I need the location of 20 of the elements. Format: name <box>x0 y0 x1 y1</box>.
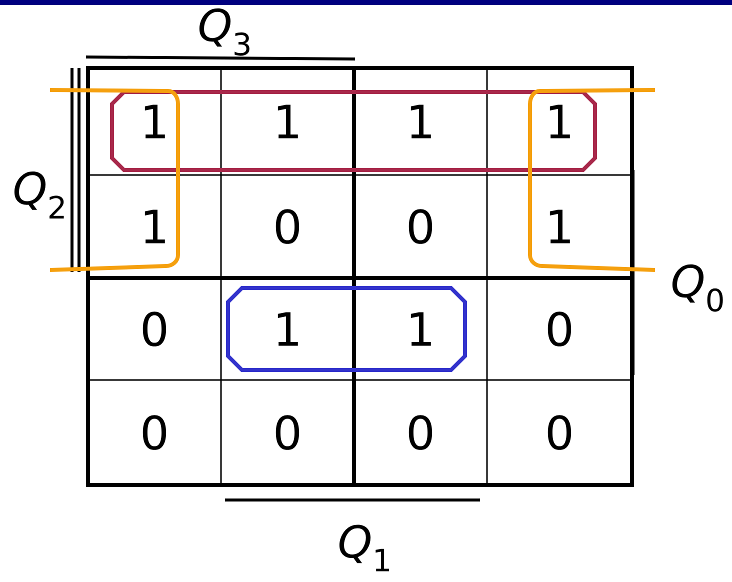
cell-value: 0 <box>548 312 572 346</box>
cell-value: 1 <box>550 210 570 244</box>
cell-value: 0 <box>276 415 300 450</box>
cell-value: 1 <box>144 104 165 138</box>
variable-name: Q$_{0}$ <box>672 264 723 312</box>
cell-value: 0 <box>142 312 166 346</box>
cell-value: 0 <box>548 415 572 450</box>
cell-value: 1 <box>278 312 298 346</box>
cell-value: 0 <box>276 209 300 244</box>
variable-name: Q$_{3}$ <box>199 8 250 56</box>
cell-value: 0 <box>408 415 432 450</box>
cell-value: 1 <box>410 312 431 346</box>
cell-value: 1 <box>144 210 165 244</box>
cell-value: 1 <box>278 104 298 138</box>
cell-value: 0 <box>142 415 166 450</box>
variable-name: Q$_{1}$ <box>339 524 390 572</box>
variable-name: Q$_{2}$ <box>14 172 64 218</box>
cell-value: 0 <box>408 209 432 244</box>
cell-value: 1 <box>550 104 570 138</box>
cell-value: 1 <box>410 104 431 138</box>
